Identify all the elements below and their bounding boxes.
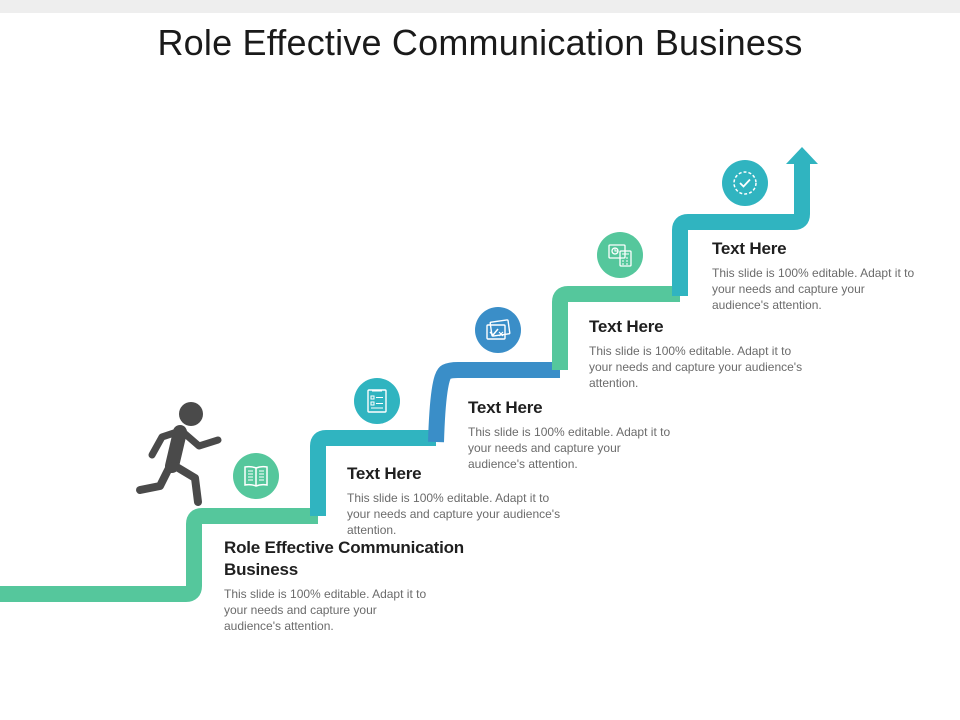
step-4-icon-circle xyxy=(597,232,643,278)
stair-segment-4 xyxy=(552,286,680,370)
stair-segment-2 xyxy=(310,430,436,516)
step-3-block: Text Here This slide is 100% editable. A… xyxy=(468,397,674,472)
step-2-heading: Text Here xyxy=(347,464,422,483)
step-4-description: This slide is 100% editable. Adapt it to… xyxy=(589,344,803,390)
stair-segment-3 xyxy=(428,362,560,443)
top-bar xyxy=(0,0,960,13)
stair-segment-5 xyxy=(672,162,810,296)
step-5-heading: Text Here xyxy=(712,239,787,258)
running-person-icon xyxy=(136,402,222,506)
step-3-description: This slide is 100% editable. Adapt it to… xyxy=(468,425,671,471)
arrow-head xyxy=(786,147,818,164)
slide-title: Role Effective Communication Business xyxy=(157,22,803,63)
check-badge-icon xyxy=(733,171,757,195)
documents-check-icon xyxy=(486,319,511,340)
step-3-icon-circle xyxy=(475,307,521,353)
step-1-heading: Role Effective Communication Business xyxy=(224,538,464,579)
step-5-description: This slide is 100% editable. Adapt it to… xyxy=(712,266,915,312)
step-3-heading: Text Here xyxy=(468,398,543,417)
step-1-block: Role Effective Communication Business Th… xyxy=(224,537,464,634)
stair-segment-1 xyxy=(0,508,318,602)
step-2-icon-circle xyxy=(354,378,400,424)
open-book-icon xyxy=(244,465,268,487)
checklist-icon xyxy=(367,389,387,413)
step-1-description: This slide is 100% editable. Adapt it to… xyxy=(224,587,427,633)
step-4-block: Text Here This slide is 100% editable. A… xyxy=(589,316,803,391)
step-5-icon-circle xyxy=(722,160,768,206)
step-5-block: Text Here This slide is 100% editable. A… xyxy=(712,238,917,313)
step-2-block: Text Here This slide is 100% editable. A… xyxy=(347,463,561,538)
step-1-icon-circle xyxy=(233,453,279,499)
step-4-heading: Text Here xyxy=(589,317,664,336)
calculator-chart-icon xyxy=(608,244,632,267)
step-2-description: This slide is 100% editable. Adapt it to… xyxy=(347,491,561,537)
